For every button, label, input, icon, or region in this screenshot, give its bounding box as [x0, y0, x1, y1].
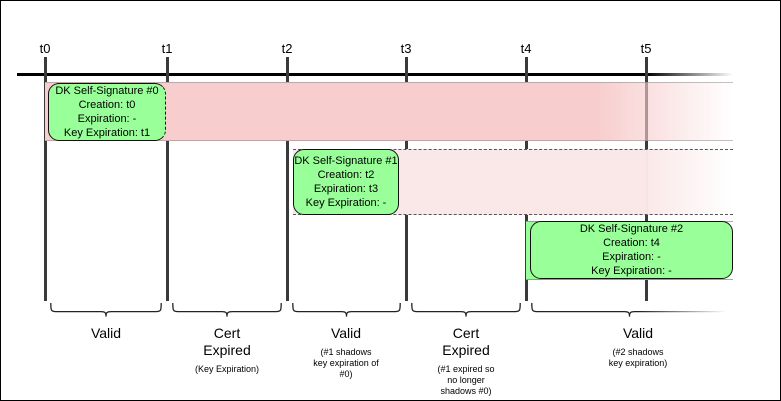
- segment-t3-t4-status: Cert Expired: [442, 325, 490, 358]
- segment-t0-t1-label: Valid: [45, 325, 167, 342]
- segment-t2-t3-brace: [292, 303, 401, 321]
- dk-self-signature-0-creation: Creation: t0: [78, 99, 136, 111]
- dk-self-signature-2-creation: Creation: t4: [603, 237, 660, 249]
- segment-t1-t2-note: (Key Expiration): [194, 364, 260, 374]
- segment-t0-t1-brace: [50, 303, 162, 321]
- tick-label-t0: t0: [39, 41, 51, 56]
- segment-t1-t2-brace: [172, 303, 282, 321]
- dk-self-signature-2[interactable]: DK Self-Signature #2 Creation: t4 Expirati…: [530, 221, 733, 279]
- segment-t3-t4-brace: [411, 303, 521, 321]
- dk-self-signature-0-key-expiration: Key Expiration: t1: [63, 127, 151, 139]
- dk-self-signature-0[interactable]: DK Self-Signature #0 Creation: t0 Expirati…: [48, 83, 166, 141]
- segment-t1-t2-status: Cert Expired: [203, 325, 251, 358]
- segment-t2-t3-status: Valid: [330, 325, 362, 341]
- dk-self-signature-1-expiration: Expiration: t3: [313, 183, 379, 195]
- segment-t2-t3-note: (#1 shadows key expiration of #0): [313, 347, 379, 379]
- segment-t1-t2-label: Cert Expired (Key Expiration): [167, 325, 287, 375]
- tick-label-t3: t3: [400, 41, 412, 56]
- segment-t4-onward-brace: [531, 303, 728, 321]
- dk-self-signature-1-key-expiration: Key Expiration: -: [305, 197, 387, 209]
- tick-label-t4: t4: [520, 41, 532, 56]
- segment-t4-onward-note: (#2 shadows key expiration): [608, 347, 668, 368]
- tick-label-t1: t1: [161, 41, 173, 56]
- tick-line-t2: [286, 57, 289, 301]
- tick-line-t0: [44, 57, 47, 301]
- segment-t2-t3-label: Valid (#1 shadows key expiration of #0): [287, 325, 406, 380]
- dk-self-signature-1-creation: Creation: t2: [317, 169, 375, 181]
- tick-line-t1: [166, 57, 169, 301]
- segment-t3-t4-note: (#1 expired so no longer shadows #0): [437, 364, 495, 396]
- tick-label-t5: t5: [640, 41, 652, 56]
- dk-self-signature-1[interactable]: DK Self-Signature #1 Creation: t2 Expirati…: [293, 149, 399, 215]
- tick-label-t2: t2: [281, 41, 293, 56]
- dk-self-signature-2-expiration: Expiration: -: [602, 251, 661, 263]
- dk-self-signature-1-title: DK Self-Signature #1: [294, 155, 398, 167]
- dk-self-signature-0-title: DK Self-Signature #0: [55, 85, 159, 97]
- dk-self-signature-2-title: DK Self-Signature #2: [579, 223, 684, 235]
- dk-self-signature-2-key-expiration: Key Expiration: -: [591, 265, 672, 277]
- dk-self-signature-0-expiration: Expiration: -: [77, 113, 137, 125]
- segment-t4-onward-status: Valid: [622, 325, 654, 341]
- segment-t0-t1-status: Valid: [90, 325, 122, 341]
- segment-t3-t4-label: Cert Expired (#1 expired so no longer sha…: [406, 325, 526, 397]
- timeline-axis: [17, 73, 733, 76]
- segment-t4-onward-label: Valid (#2 shadows key expiration): [535, 325, 742, 369]
